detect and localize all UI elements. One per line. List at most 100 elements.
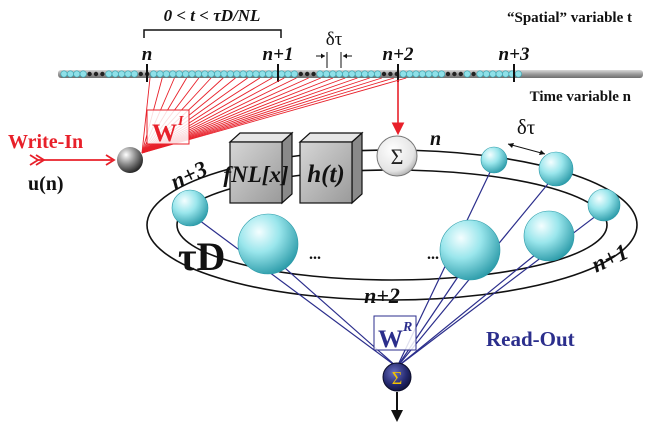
timeline-sample [406,70,414,78]
output-matrix-label: W [378,326,403,353]
down-arrow-icon [391,392,403,422]
timeline-sample [79,70,87,78]
timeline-sample [431,70,439,78]
timeline-sample [201,70,209,78]
timeline-sample [329,70,337,78]
timeline-sample [93,71,99,77]
read-out-line [396,243,550,368]
spatial-variable-label: “Spatial” variable t [507,10,632,26]
timeline-sample [138,71,143,77]
ring-delta-tau-label: δτ [517,115,535,139]
timeline-sample [354,70,362,78]
timeline-sample [482,70,490,78]
timeline-sample [194,70,202,78]
range-brace [143,29,282,38]
timeline-sample [162,70,170,78]
tick-label-n2: n+2 [383,44,414,65]
timeline-sample [105,70,113,78]
input-signal-label: u(n) [28,173,64,195]
timeline-sample [311,71,316,77]
delay-tau-label: τD [178,234,225,279]
ring-label-n3: n+3 [167,156,211,194]
neuron-sphere [237,213,299,275]
timeline-sample [246,70,254,78]
sigma-sphere-icon: Σ [391,144,404,169]
ring-label-n1: n+1 [588,239,632,277]
timeline-sample [239,70,247,78]
sum-node: Σ [376,135,418,177]
timeline-sample [425,70,433,78]
timeline-sample [124,70,132,78]
nonlinear-label: fNL[x] [223,162,288,187]
timeline-sample [188,70,196,78]
timeline-sample [220,70,228,78]
timeline-sample [418,70,426,78]
timeline-sample [284,70,292,78]
timeline-sample [111,70,119,78]
neuron-sphere [523,210,575,262]
timeline-sample [60,70,68,78]
timeline-sample [471,71,476,77]
timeline-sample [207,70,215,78]
timeline-sample [514,70,522,78]
input-matrix-label: W [152,120,177,147]
timeline-sample [87,71,92,77]
timeline-sample [233,70,241,78]
tick-label-n3: n+3 [499,44,530,65]
timeline-sample [265,70,273,78]
delta-tau-label: δτ [326,29,343,50]
time-variable-label: Time variable n [530,89,632,105]
timeline-sample [342,70,350,78]
neuron-sphere [587,188,621,222]
timeline-sample [412,70,420,78]
output-matrix-sup: R [402,320,412,335]
read-out-label: Read-Out [486,327,575,351]
timeline-sample [175,70,183,78]
timeline-sample [495,70,503,78]
timeline-sample [438,70,446,78]
ring-ellipsis-left: ... [309,246,321,263]
output-matrix-box [373,315,417,351]
ring-label-n: n [430,128,441,150]
input-matrix-sup: I [177,114,184,129]
tick-label-n: n [142,44,153,65]
nonlinear-block: fNL[x] [223,131,294,205]
write-in-label: Write-In [8,131,83,153]
timeline-sample [290,70,298,78]
timeline-sample [458,71,463,77]
timeline-sample [182,70,190,78]
timeline-sample [452,71,457,77]
timeline-sample [73,70,81,78]
timeline-sample [226,70,234,78]
timeline-sample [156,70,164,78]
timeline-sample [150,70,158,78]
timeline-sample [361,70,369,78]
read-out: W R Read-Out Σ [373,315,575,422]
tick-label-n1: n+1 [263,44,294,65]
range-label: 0 < t < τD/NL [164,6,261,25]
output-sigma-icon: Σ [392,368,402,388]
timeline-ticks [146,64,515,82]
timeline-sample [130,70,138,78]
write-in: Write-In u(n) W I [8,109,190,195]
timeline-sample [305,71,310,77]
virtual-neurons [171,146,621,281]
neuron-sphere [480,146,508,174]
double-arrow-icon [29,154,116,166]
ring-ellipsis-right: ... [427,246,439,263]
timeline-sample [169,70,177,78]
timeline-sample [118,70,126,78]
timeline-samples [60,70,522,78]
timeline-sample [489,70,497,78]
input-matrix-box [146,109,190,145]
timeline-sample [502,70,510,78]
timeline-sample [252,70,260,78]
timeline-sample [445,71,451,77]
timeline-sample [316,70,324,78]
timeline-sample [381,71,387,77]
timeline-sample [367,70,375,78]
write-in-line [141,77,151,154]
timeline-sample [463,70,471,78]
output-sum-node [382,362,412,392]
